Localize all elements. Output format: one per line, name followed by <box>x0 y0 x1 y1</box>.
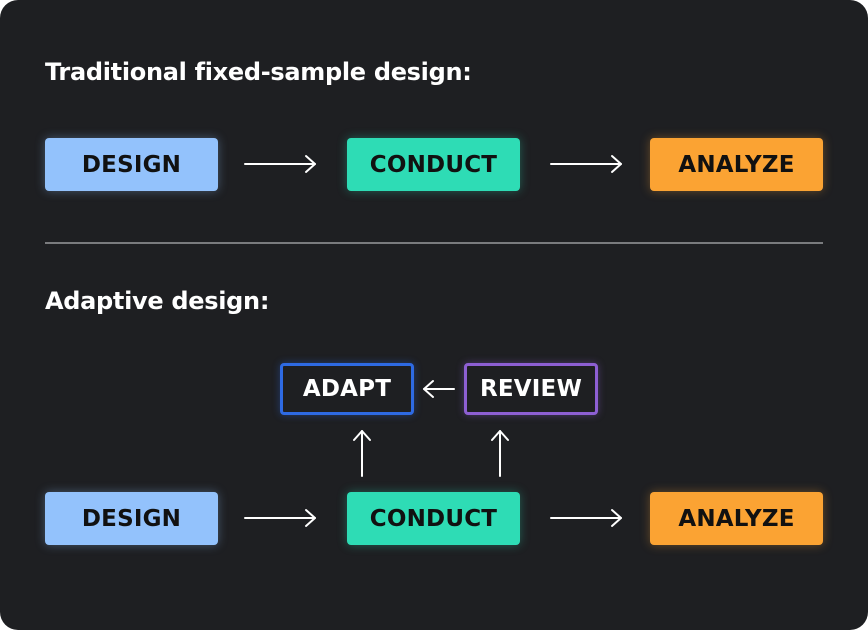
arrow-review-to-adapt <box>423 380 455 398</box>
section-divider <box>45 242 823 244</box>
adaptive-design-box: DESIGN <box>45 492 218 545</box>
adaptive-conduct-box: CONDUCT <box>347 492 520 545</box>
arrow-conduct-to-adapt <box>353 430 371 477</box>
fixed-conduct-box: CONDUCT <box>347 138 520 191</box>
adapt-box: ADAPT <box>280 363 414 415</box>
fixed-design-heading: Traditional fixed-sample design: <box>45 58 472 86</box>
arrow-fixed-design-to-conduct <box>244 155 316 173</box>
review-box: REVIEW <box>464 363 598 415</box>
arrow-fixed-conduct-to-analyze <box>550 155 622 173</box>
fixed-analyze-box: ANALYZE <box>650 138 823 191</box>
adaptive-design-heading: Adaptive design: <box>45 287 270 315</box>
arrow-conduct-to-review <box>491 430 509 477</box>
fixed-design-box: DESIGN <box>45 138 218 191</box>
adaptive-analyze-box: ANALYZE <box>650 492 823 545</box>
arrow-adaptive-conduct-to-analyze <box>550 509 622 527</box>
arrow-adaptive-design-to-conduct <box>244 509 316 527</box>
